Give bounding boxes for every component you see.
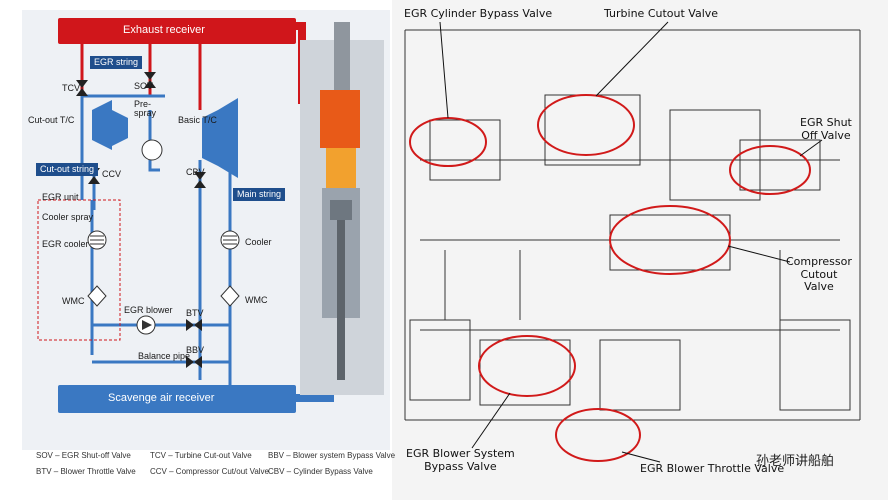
pipe-sov: [148, 110, 160, 172]
legend-ccv: CCV – Compressor Cut/out Valve: [150, 467, 270, 476]
egr-string-tag: EGR string: [90, 56, 143, 69]
cutout-tc-label: Cut-out T/C: [28, 115, 75, 125]
pipe-left-main: [80, 96, 94, 355]
callout-rings: [409, 94, 811, 462]
wmc-right: [220, 285, 240, 307]
scavenge-receiver-bar: [58, 385, 296, 413]
basic-tc-label: Basic T/C: [178, 115, 217, 125]
btv-label: BTV: [186, 308, 204, 318]
basic-turbocharger: [218, 98, 238, 178]
bbv-label: BBV: [186, 345, 205, 355]
cbv-valve: [194, 172, 206, 188]
callout-egr-cylinder-bypass: EGR Cylinder Bypass Valve: [404, 7, 553, 20]
ring-blower-throttle: [555, 408, 641, 462]
egr-blower-label: EGR blower: [124, 305, 173, 315]
scavenge-receiver-label: Scavenge air receiver: [108, 392, 215, 404]
egr-cooler: [87, 230, 107, 250]
pre-spray-unit: [141, 139, 163, 161]
egr-cooler-label: EGR cooler: [42, 239, 89, 249]
ring-compressor-cutout: [609, 205, 731, 275]
tcv-valve: [76, 80, 88, 96]
main-cooler: [220, 230, 240, 250]
egr-blower-arrow: [142, 320, 152, 330]
legend-btv: BTV – Blower Throttle Valve: [36, 467, 136, 476]
tcv-label: TCV: [62, 83, 80, 93]
callout-compressor-cutout: Compressor Cutout Valve: [786, 255, 852, 294]
ring-turbine-cutout: [537, 94, 635, 156]
sov-valve: [144, 72, 156, 88]
watermark-brand: 孙老师讲船舶: [756, 454, 835, 469]
pre-spray-label: Pre- spray: [134, 99, 157, 118]
valves: [76, 72, 206, 368]
piston-rod: [337, 220, 345, 380]
combustion-chamber: [326, 148, 356, 188]
engine-drawing-bg: [392, 0, 888, 500]
cooler-label: Cooler: [245, 237, 272, 247]
bbv-valve: [186, 356, 202, 368]
main-string-tag: Main string: [233, 188, 286, 201]
callout-turbine-cutout: Turbine Cutout Valve: [604, 7, 719, 20]
callout-egr-shutoff: EGR Shut Off Valve: [800, 116, 852, 142]
ccv-label: CCV: [102, 169, 122, 179]
exhaust-receiver-label: Exhaust receiver: [123, 24, 205, 36]
exhaust-receiver-bar: [58, 18, 296, 44]
btv-valve: [186, 319, 202, 331]
engine-top-stack: [334, 22, 350, 90]
wmc-right-label: WMC: [245, 295, 268, 305]
basic-compressor: [202, 110, 218, 166]
sov-label: SOV: [134, 81, 154, 91]
cooler-spray-label: Cooler spray: [42, 212, 94, 222]
legend-bbv: BBV – Blower system Bypass Valve: [268, 451, 396, 460]
exhaust-valve-housing: [320, 90, 360, 148]
balance-pipe-label: Balance pipe: [138, 351, 191, 361]
cutout-compressor: [112, 110, 128, 146]
egr-unit-box: [37, 199, 121, 341]
wmc-left-label: WMC: [62, 296, 85, 306]
ring-blower-bypass: [478, 335, 576, 397]
legend-cbv: CBV – Cylinder Bypass Valve: [268, 467, 373, 476]
egr-unit-label: EGR unit: [42, 192, 79, 202]
cutout-turbocharger: [92, 100, 112, 150]
callout-egr-blower-bypass: EGR Blower System Bypass Valve: [406, 447, 515, 473]
cbv-label: CBV: [186, 167, 205, 177]
ring-egr-shutoff: [729, 145, 811, 195]
callout-egr-blower-throttle: EGR Blower Throttle Valve: [640, 462, 785, 475]
wmc-left: [87, 285, 107, 307]
piston: [330, 200, 352, 220]
legend-sov: SOV – EGR Shut-off Valve: [36, 451, 131, 460]
cutout-string-tag: Cut-out string: [36, 163, 99, 176]
legend-tcv: TCV – Turbine Cut-out Valve: [150, 451, 252, 460]
engine-outline: [404, 29, 861, 421]
leader-lines: [439, 21, 823, 463]
